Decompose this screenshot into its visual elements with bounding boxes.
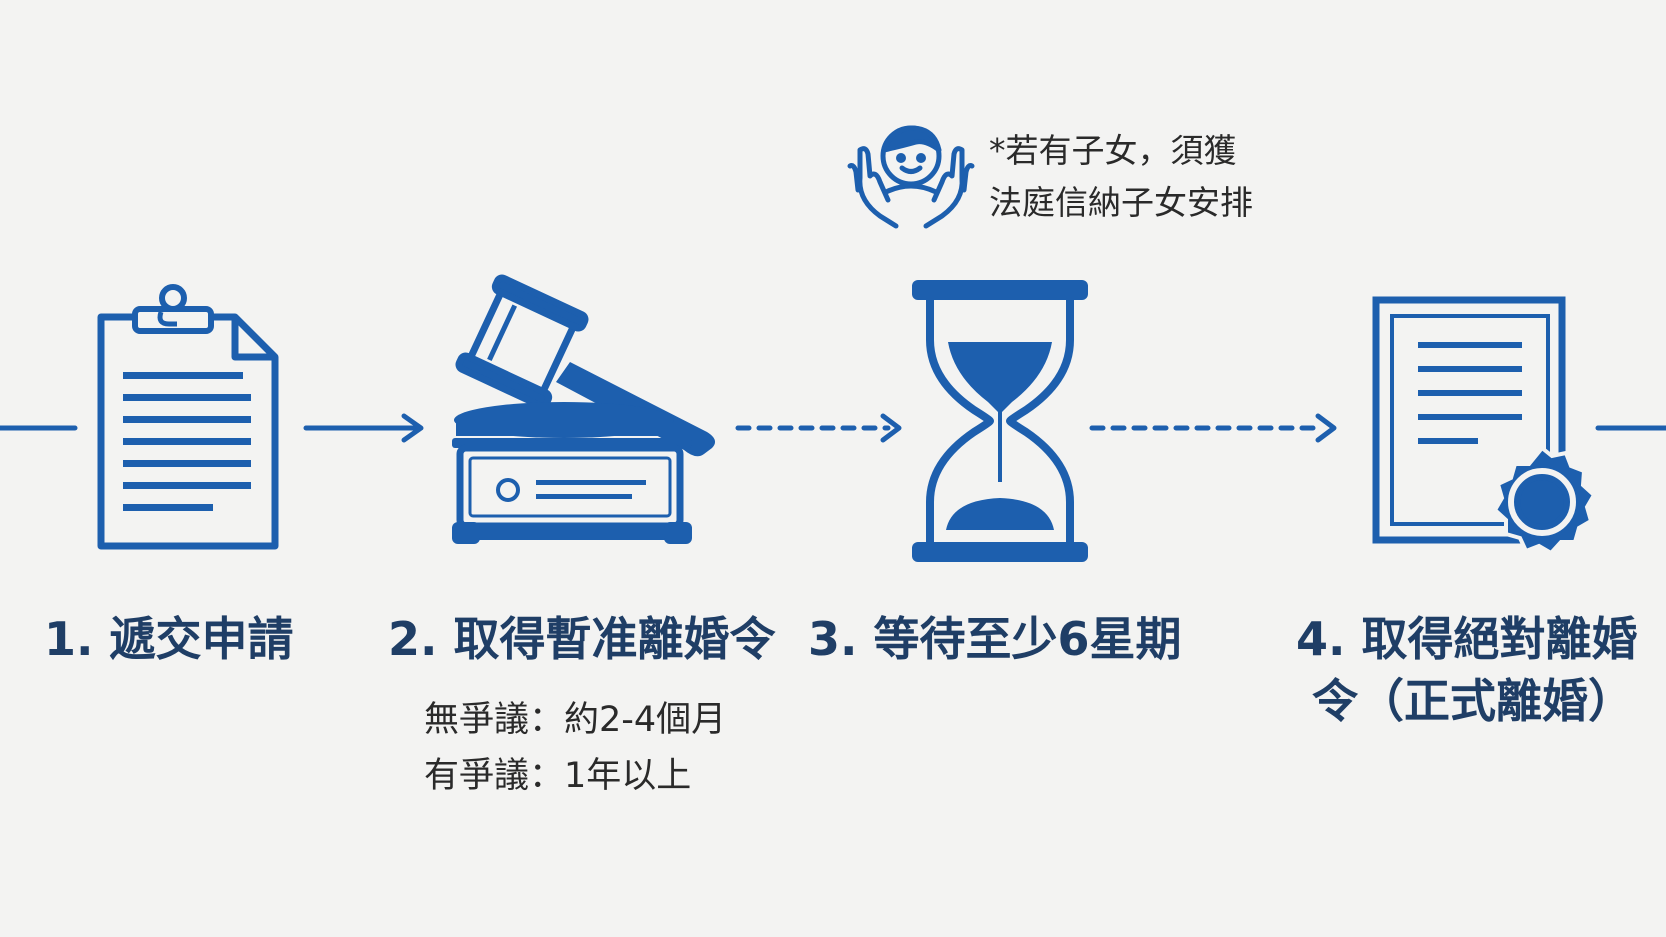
certificate-icon <box>1372 296 1597 556</box>
child-protection-icon <box>847 125 975 229</box>
note-line-2: 法庭信納子女安排 <box>989 183 1253 222</box>
hourglass-icon <box>912 280 1088 562</box>
step-3-label: 3. 等待至少6星期 <box>808 612 1182 666</box>
arrowhead-3-4 <box>1315 413 1337 443</box>
step-4-label-line-1: 4. 取得絕對離婚 <box>1296 612 1638 666</box>
note-line-1: *若有子女，須獲 <box>989 131 1237 170</box>
gavel-icon <box>452 274 716 544</box>
step-4-label-line-2: 令（正式離婚） <box>1312 674 1634 728</box>
step-2-detail-uncontested: 無爭議：約2-4個月 <box>424 700 727 740</box>
step-2-detail-contested: 有爭議：1年以上 <box>424 756 692 796</box>
clipboard-icon <box>97 284 279 550</box>
arrowhead-2-3 <box>880 413 902 443</box>
arrowhead-1-2 <box>401 413 424 443</box>
step-1-label: 1. 遞交申請 <box>44 612 294 666</box>
step-2-label: 2. 取得暫准離婚令 <box>388 612 776 666</box>
